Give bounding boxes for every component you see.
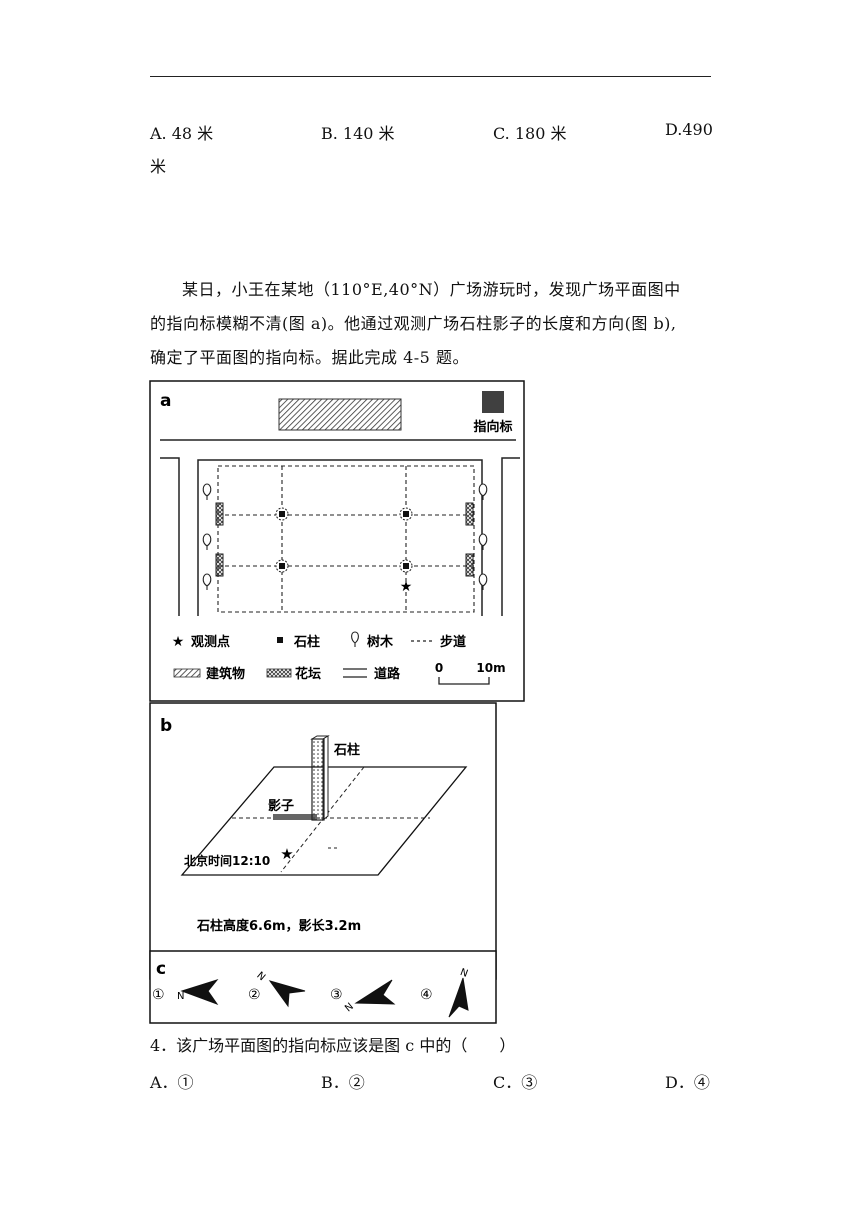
figure-group: a 指向标 [149,380,525,1024]
legend-road: 道路 [374,666,401,682]
compass-option-1-number: ① [152,987,165,1003]
road-right [501,457,520,616]
question-4-option-d: D．④ [665,1073,710,1092]
question-4-option-b: B．② [321,1073,365,1092]
compass-option-4-number: ④ [420,987,433,1003]
figure-b: b 石柱 影子 ★ 北京时间12:10 石柱高度6.6m，影长3.2m [149,702,497,980]
figure-a: a 指向标 [149,380,525,702]
legend-flowerbed-icon [266,668,292,678]
question-4-option-c: C．③ [493,1073,538,1092]
legend-pillar: 石柱 [293,634,320,650]
legend-tree-icon [351,631,359,647]
compass-option-4-arrow-icon [448,977,469,1018]
compass-option-2-number: ② [248,987,261,1003]
svg-text:★: ★ [172,634,185,650]
pillar-caption: 石柱高度6.6m，影长3.2m [196,918,361,934]
question-4-stem: 4．该广场平面图的指向标应该是图 c 中的（ ） [150,1036,516,1055]
time-label: 北京时间12:10 [184,853,270,868]
figure-a-frame [149,380,525,702]
compass-option-2-arrow-icon [268,980,306,1008]
compass-option-1-arrow-icon [180,979,219,1006]
scale-bar [438,677,490,685]
walkways [217,465,475,613]
compass-option-1: ① N [152,979,219,1006]
question-4-option-a: A．① [150,1073,194,1092]
figure-c-label: c [156,959,166,979]
scale-zero: 0 [435,661,443,675]
option-c: C. 180 米 [493,124,567,143]
figure-c: c ① N ② N ③ N ④ N [149,950,497,1024]
option-a: A. 48 米 [150,124,214,143]
legend-walkway: 步道 [440,634,466,650]
option-b: B. 140 米 [321,124,395,143]
legend-a: ★ 观测点 石柱 树木 步道 建筑物 花坛 道路 0 10m [172,631,506,685]
compass-option-3-arrow-icon [354,979,396,1005]
flower-beds [215,502,474,577]
shadow-bar [273,814,317,820]
legend-building: 建筑物 [206,666,245,682]
legend-tree: 树木 [367,634,394,650]
legend-building-icon [173,668,201,678]
compass-option-4: ④ N [420,967,470,1018]
compass-label: 指向标 [473,419,512,435]
scale-end: 10m [476,661,505,675]
passage-line-3: 确定了平面图的指向标。据此完成 4-5 题。 [150,348,469,367]
compass-option-4-n: N [459,967,470,980]
top-rule [150,76,711,77]
road-left [160,457,180,616]
trees [202,483,488,590]
legend-pillar-icon [277,637,283,643]
building-block [278,398,402,431]
passage-line-2: 的指向标模糊不清(图 a)。他通过观测广场石柱影子的长度和方向(图 b), [150,314,677,333]
observation-star-icon: ★ [400,579,413,595]
pillar-column [311,738,325,821]
passage-line-1: 某日，小王在某地（110°E,40°N）广场游玩时，发现广场平面图中 [182,280,681,299]
compass-placeholder [482,391,504,413]
legend-flowerbed: 花坛 [295,666,321,682]
pillar-label: 石柱 [333,742,360,758]
option-d: D.490 [665,120,713,139]
compass-option-3-number: ③ [330,987,343,1003]
compass-option-2: ② N [248,970,306,1008]
shadow-label: 影子 [268,798,294,814]
figure-a-label: a [160,391,171,411]
legend-observation: 观测点 [191,634,230,650]
option-d-unit: 米 [150,157,167,176]
observer-star-icon: ★ [280,845,293,863]
ground-plane [180,766,468,876]
compass-option-1-n: N [177,991,184,1002]
figure-b-label: b [160,716,172,736]
pillars [275,507,413,573]
